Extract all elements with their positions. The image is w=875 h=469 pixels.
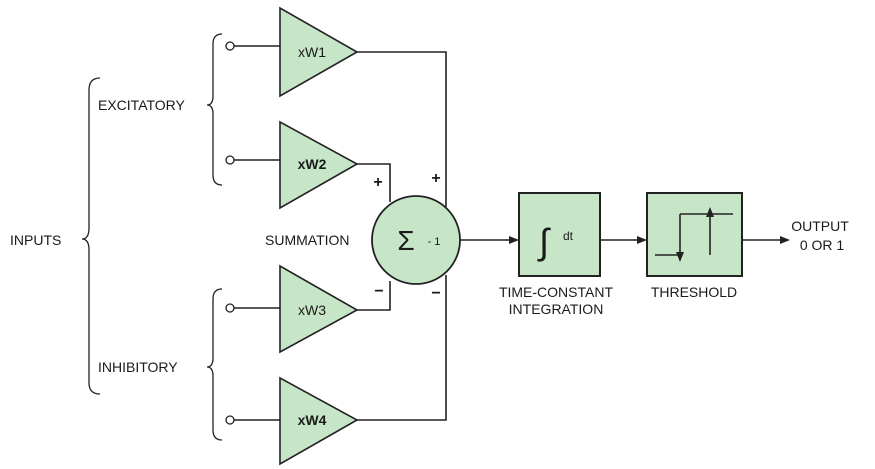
threshold-block [646,192,743,277]
input-terminal-4 [225,415,235,425]
time-constant-label: TIME-CONSTANT [499,284,614,300]
w4-output-wire [357,275,447,421]
sign-w1: + [431,170,440,187]
output-values-label: 0 OR 1 [800,237,845,253]
inhibitory-label: INHIBITORY [98,359,178,375]
amplifier-w1 [279,6,359,98]
summation-node [371,195,461,285]
amplifier-w4-label: xW4 [298,412,327,428]
w1-output-wire [357,51,447,207]
integrator-to-threshold-arrow [637,236,647,244]
input-terminal-2 [225,155,235,165]
w3-output-wire [357,281,391,311]
amplifier-w2 [279,120,359,210]
output-label: OUTPUT [791,218,849,234]
inputs-brace [81,77,101,395]
amplifier-w1-label: xW1 [298,44,326,60]
integration-label: INTEGRATION [509,301,604,317]
integral-dt: dt [563,229,574,243]
excitatory-label: EXCITATORY [98,97,186,113]
sign-w3: − [374,283,383,300]
w2-output-wire [357,163,391,202]
amplifier-w3-label: xW3 [298,302,326,318]
input-terminal-3 [225,303,235,313]
threshold-label: THRESHOLD [651,284,737,300]
amplifier-w4 [279,376,359,466]
sum-to-integrator-arrow [509,236,519,244]
amplifier-w3 [279,264,359,354]
hysteresis-icon [655,207,733,262]
summation-label: SUMMATION [265,232,350,248]
output-arrow [780,236,790,244]
excitatory-brace [206,33,223,186]
inhibitory-brace [206,288,223,441]
sigma-suffix: - 1 [428,236,441,248]
sign-w4: − [431,285,440,302]
amplifier-w2-label: xW2 [298,156,327,172]
input-terminal-1 [225,41,235,51]
sign-w2: + [373,174,382,191]
inputs-label: INPUTS [10,232,61,248]
integrator-block [518,192,601,277]
integral-symbol: ∫ [537,221,551,262]
sigma-symbol: Σ [397,225,414,256]
